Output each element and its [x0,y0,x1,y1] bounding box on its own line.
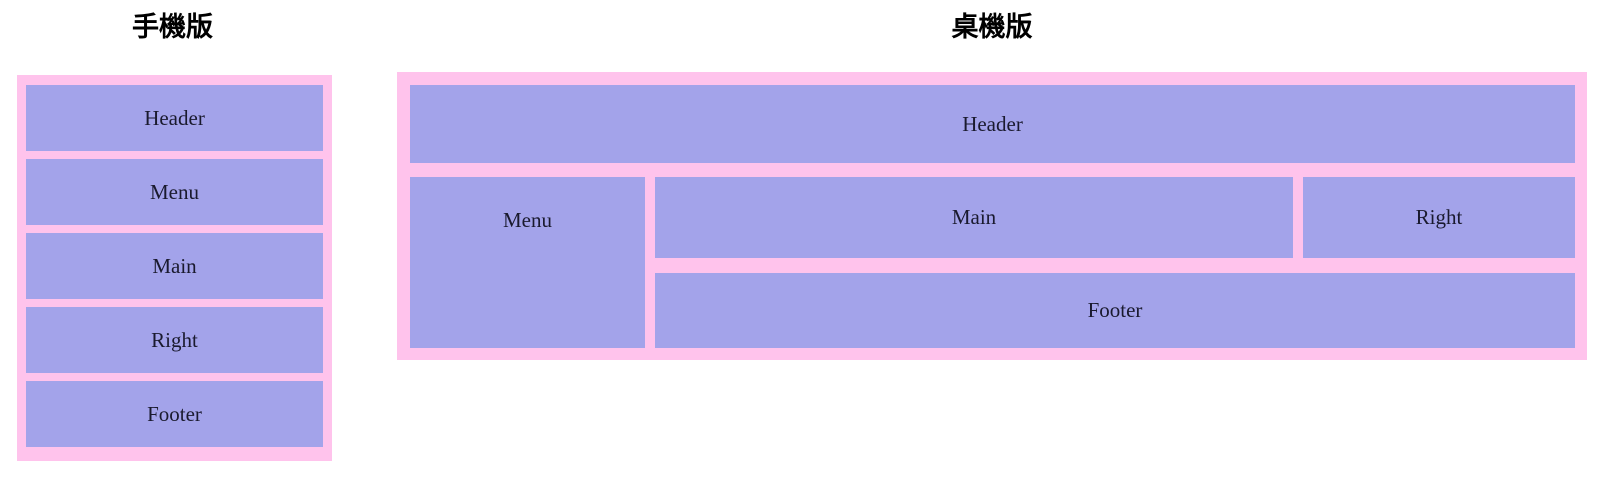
mobile-block-main[interactable]: Main [26,233,323,299]
mobile-block-footer[interactable]: Footer [26,381,323,447]
desktop-block-footer-label: Footer [1087,298,1143,322]
desktop-section-title: 桌機版 [951,12,1033,42]
desktop-block-menu-label: Menu [503,208,552,232]
desktop-block-main-label: Main [951,205,997,229]
desktop-block-footer[interactable]: Footer [655,273,1575,348]
mobile-block-right[interactable]: Right [26,307,323,373]
mobile-block-header-label: Header [144,105,205,130]
mobile-block-main-label: Main [152,253,197,278]
desktop-block-right-label: Right [1415,205,1463,229]
desktop-block-menu[interactable]: Menu [410,177,645,348]
desktop-block-header[interactable]: Header [410,85,1575,163]
mobile-layout-frame: Header Menu Main Right Footer [17,75,332,461]
mobile-block-header[interactable]: Header [26,85,323,151]
mobile-block-right-label: Right [151,327,198,352]
mobile-section-title: 手機版 [132,12,213,42]
desktop-block-right[interactable]: Right [1303,177,1575,258]
mobile-block-menu[interactable]: Menu [26,159,323,225]
desktop-block-main[interactable]: Main [655,177,1293,258]
desktop-layout-frame: Header Menu Main Right Footer [397,72,1587,360]
mobile-block-footer-label: Footer [147,401,202,426]
desktop-block-header-label: Header [962,111,1023,136]
mobile-block-menu-label: Menu [150,179,199,204]
